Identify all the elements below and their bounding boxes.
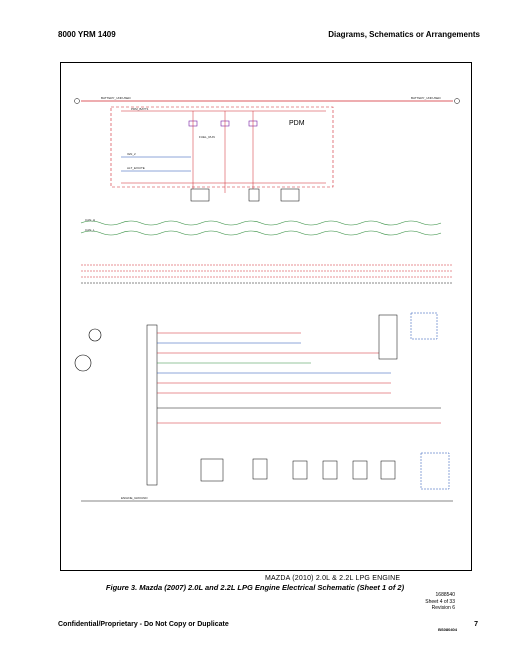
can-l-label: CAN_L [85, 228, 95, 232]
alt-label: ALT_EXCITE [127, 166, 145, 170]
pdm-box [110, 106, 334, 188]
figure-caption: Figure 3. Mazda (2007) 2.0L and 2.2L LPG… [105, 583, 405, 592]
document-id: 8000 YRM 1409 [58, 30, 116, 39]
sensor [322, 460, 338, 480]
pdm-batt-label: PDM_BATT1 [131, 107, 149, 111]
connector-block [248, 188, 260, 202]
fuel-run-label: FUEL_RUN [199, 135, 215, 139]
wiring-schematic: BATTERY_UNFUSED BATTERY_UNFUSED PDM PDM_… [74, 96, 460, 502]
sheet-number: Sheet 4 of 33 [425, 598, 455, 605]
connector-block [280, 188, 300, 202]
starter-icon [88, 328, 102, 342]
throttle-body [200, 458, 224, 482]
ecu-connector [146, 324, 158, 486]
battery-connector-icon-right [454, 98, 460, 104]
sensor [292, 460, 308, 480]
schematic-frame: BATTERY_UNFUSED BATTERY_UNFUSED PDM PDM_… [60, 62, 472, 632]
sensor [380, 460, 396, 480]
revision: Revision 6 [431, 605, 455, 611]
can-h-label: CAN_H [85, 218, 95, 222]
pedal-sensor [410, 312, 438, 340]
can-h-wire [80, 220, 442, 226]
sensor [352, 460, 368, 480]
battery-connector-icon [74, 98, 80, 104]
connector-block [190, 188, 210, 202]
drawing-number: 1688540 [435, 592, 455, 598]
battery-label: BATTERY_UNFUSED [101, 96, 132, 100]
ign-label: IGN_2 [127, 152, 136, 156]
drawing-info: 1688540 Sheet 4 of 33 Revision 6 [425, 592, 455, 612]
engine-ground-label: ENGINE_GROUND [121, 496, 148, 500]
battery-label-right: BATTERY_UNFUSED [411, 96, 442, 100]
page-number: 7 [474, 621, 478, 628]
sensor [252, 458, 268, 480]
schematic-title: MAZDA (2010) 2.0L & 2.2L LPG ENGINE [265, 575, 401, 582]
alternator-icon [74, 354, 92, 372]
drawing-stamp: BS080404 [438, 627, 457, 632]
can-l-wire [80, 230, 442, 236]
lpg-module [420, 452, 450, 490]
pdm-label: PDM [289, 120, 305, 127]
confidentiality-notice: Confidential/Proprietary - Do Not Copy o… [58, 621, 229, 628]
section-title: Diagrams, Schematics or Arrangements [328, 30, 480, 39]
right-connector [378, 314, 398, 360]
